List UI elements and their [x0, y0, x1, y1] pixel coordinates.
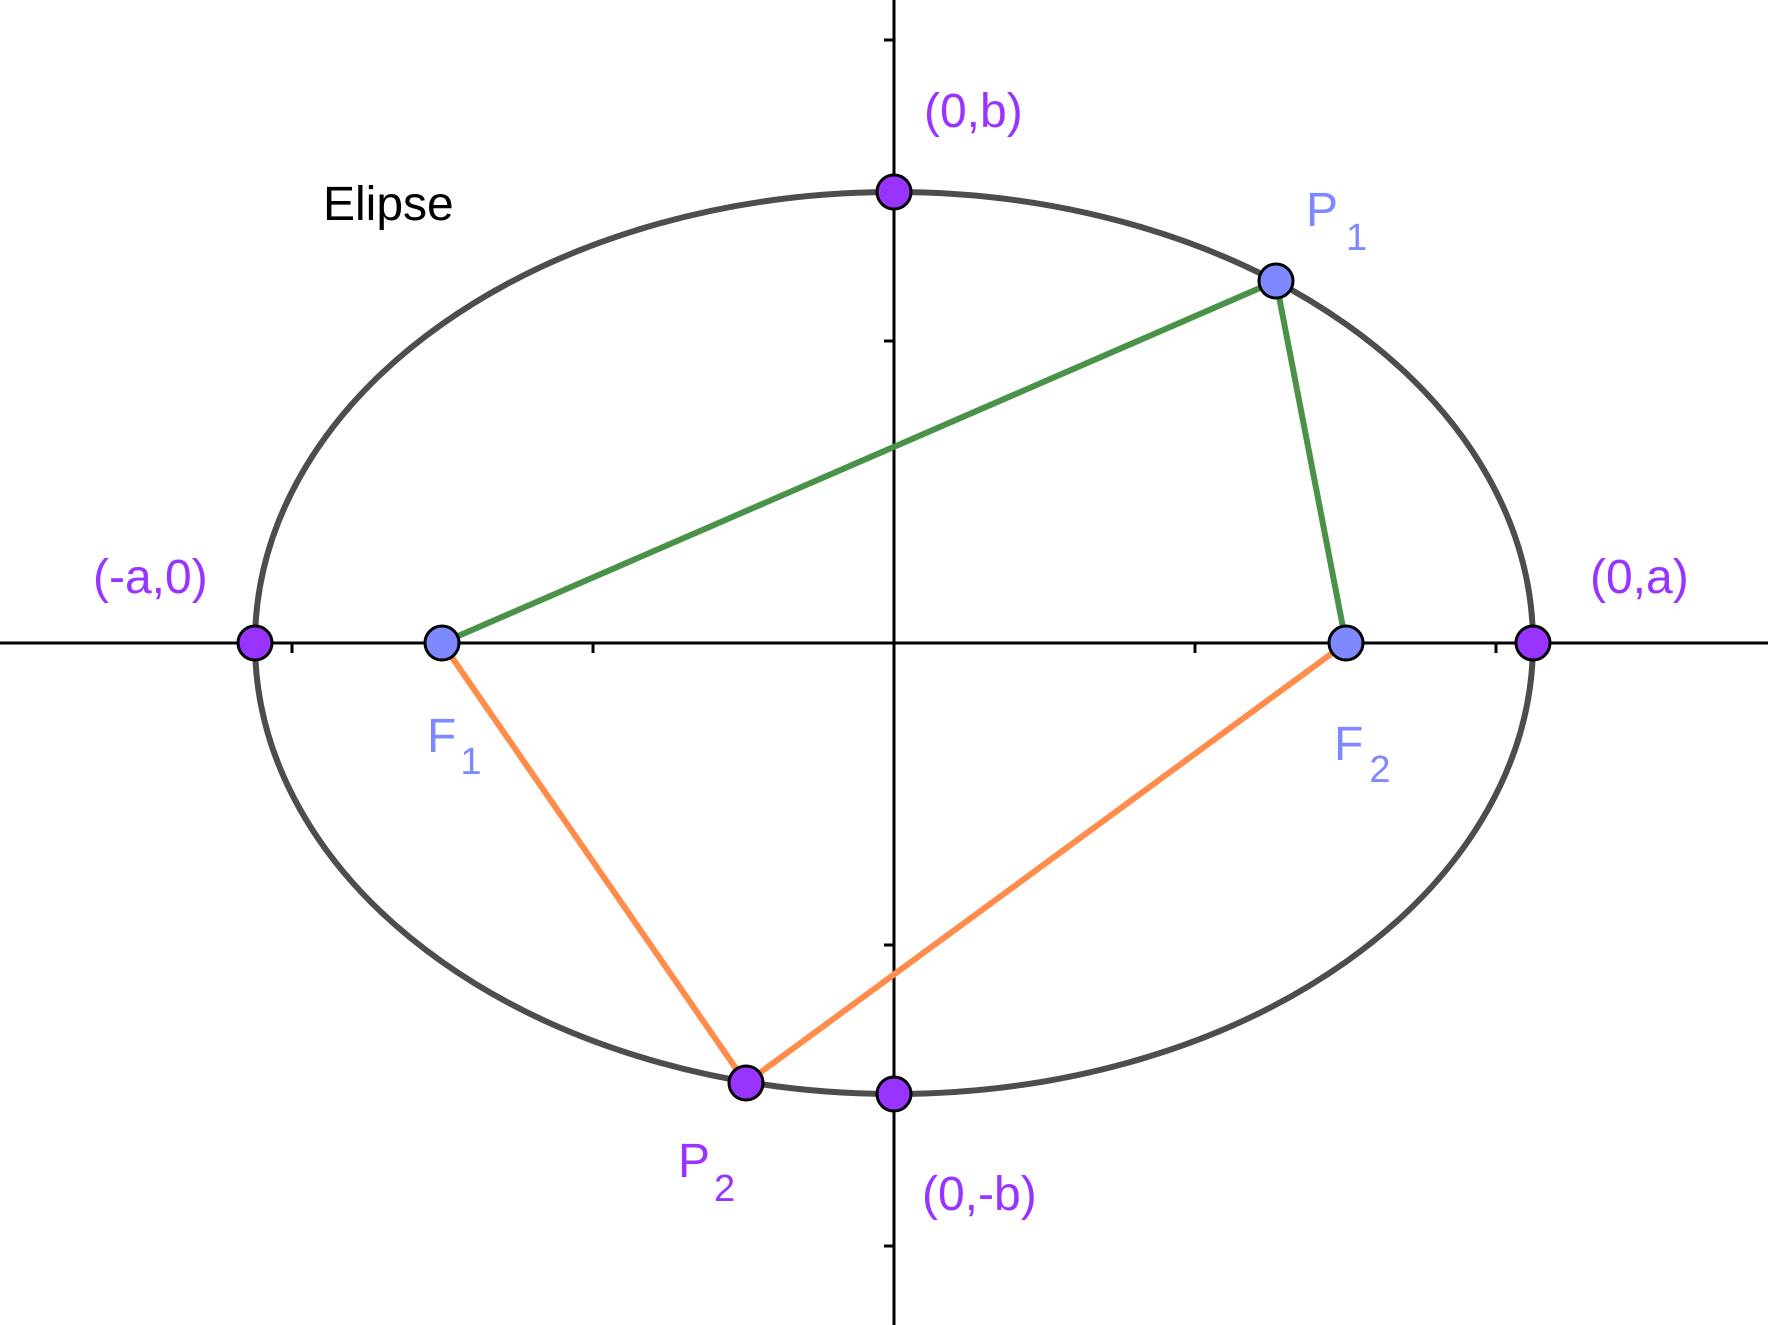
segment-p2-f2: [743, 640, 1349, 1086]
p1-segments: [439, 278, 1349, 646]
label-b-pos: (0,b): [924, 85, 1023, 138]
p2-segments: [439, 640, 1349, 1086]
point-b-neg[interactable]: [875, 1075, 913, 1113]
label-a-pos: (0,a): [1590, 551, 1689, 604]
point-p2[interactable]: [727, 1064, 765, 1102]
label-p2: P2: [678, 1135, 735, 1210]
diagram-title: Elipse: [323, 178, 454, 231]
segment-f1-p1: [439, 278, 1279, 646]
label-b-neg: (0,-b): [922, 1168, 1037, 1221]
label-f2-sub: 2: [1369, 749, 1390, 791]
focus-points: [423, 262, 1365, 662]
label-f1-sub: 1: [460, 741, 481, 783]
label-p2-sub: 2: [714, 1168, 735, 1210]
label-a-neg: (-a,0): [93, 551, 208, 604]
segment-p1-f2: [1273, 278, 1349, 646]
segment-f1-p2: [439, 640, 749, 1086]
vertex-points: [236, 173, 1552, 1113]
point-a-pos[interactable]: [1514, 624, 1552, 662]
label-p1: P1: [1306, 184, 1367, 259]
y-axis-ticks: [884, 38, 894, 1248]
label-f2-main: F: [1334, 718, 1363, 771]
point-b-pos[interactable]: [875, 173, 913, 211]
label-p1-sub: 1: [1346, 217, 1367, 259]
point-f2[interactable]: [1327, 624, 1365, 662]
x-axis-ticks: [290, 643, 1498, 653]
label-p1-main: P: [1306, 184, 1338, 237]
point-p1[interactable]: [1257, 262, 1295, 300]
label-p2-main: P: [678, 1135, 710, 1188]
point-a-neg[interactable]: [236, 624, 274, 662]
point-f1[interactable]: [423, 624, 461, 662]
label-f1-main: F: [427, 710, 456, 763]
